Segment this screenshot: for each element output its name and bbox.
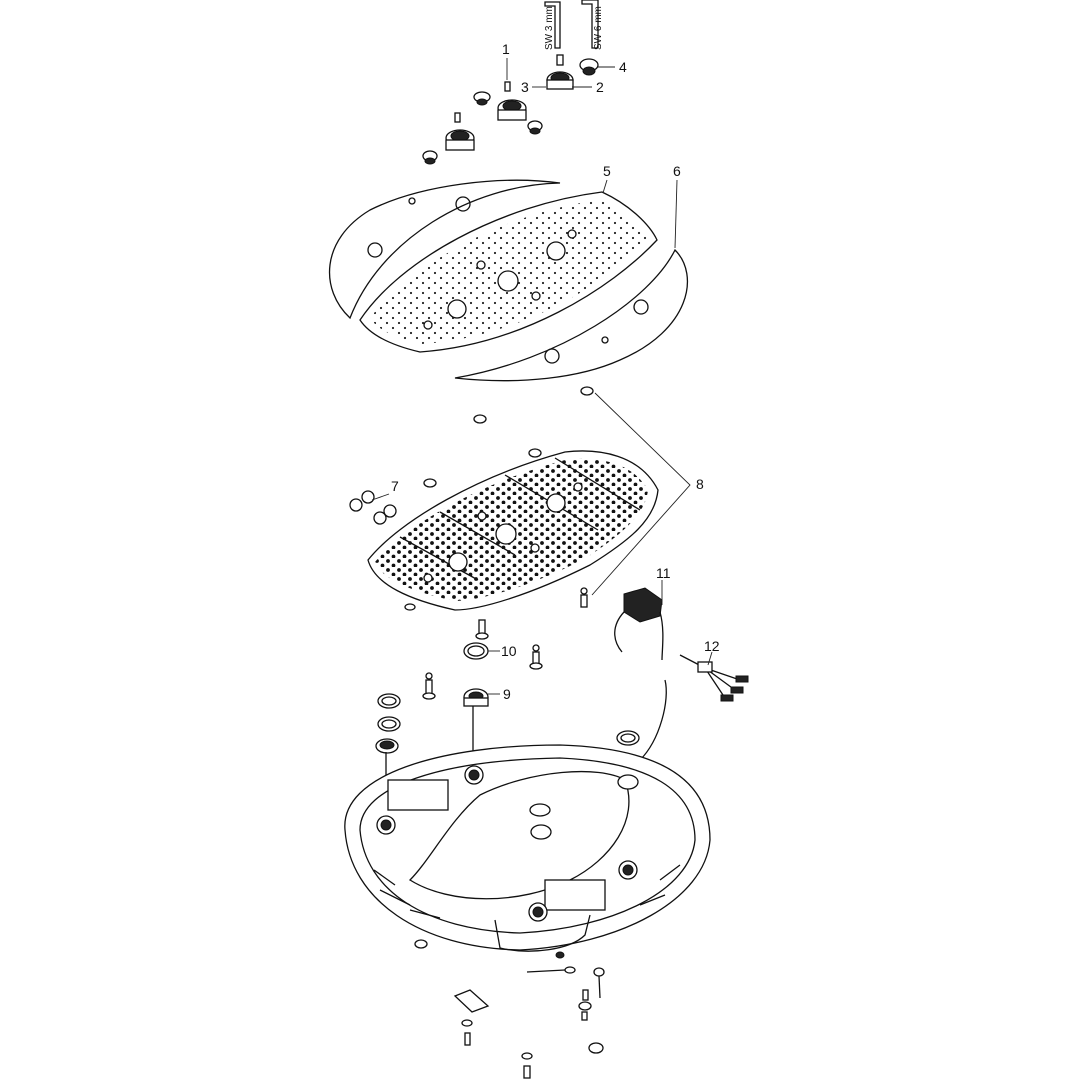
hex-key-3mm (544, 1, 561, 49)
cover-plate-left (328, 179, 561, 320)
part-label-9: 9 (503, 686, 511, 702)
nozzle-parts-top (422, 54, 599, 165)
spray-tray (367, 450, 659, 611)
part-label-8: 8 (696, 476, 704, 492)
connector-parts (375, 587, 640, 910)
cover-plate-right (454, 248, 689, 382)
mounting-hardware (414, 939, 605, 1079)
spray-plate (359, 191, 658, 353)
part-label-4: 4 (619, 59, 627, 75)
part-label-11: 11 (656, 565, 671, 581)
part-label-10: 10 (501, 643, 517, 659)
tool-label-sw6: SW 6 mm (593, 6, 604, 50)
fasteners-mid (349, 386, 594, 525)
base-housing (344, 744, 711, 952)
tool-label-sw3: SW 3 mm (544, 6, 555, 50)
part-label-5: 5 (603, 163, 611, 179)
part-label-1: 1 (502, 41, 510, 57)
leader-lines (371, 58, 713, 695)
part-label-6: 6 (673, 163, 681, 179)
part-label-2: 2 (596, 79, 604, 95)
part-label-12: 12 (704, 638, 720, 654)
hex-key-6mm (581, 0, 599, 49)
part-label-3: 3 (521, 79, 529, 95)
electronic-module (614, 587, 667, 761)
part-label-7: 7 (391, 478, 399, 494)
cable-splitter (679, 654, 749, 702)
